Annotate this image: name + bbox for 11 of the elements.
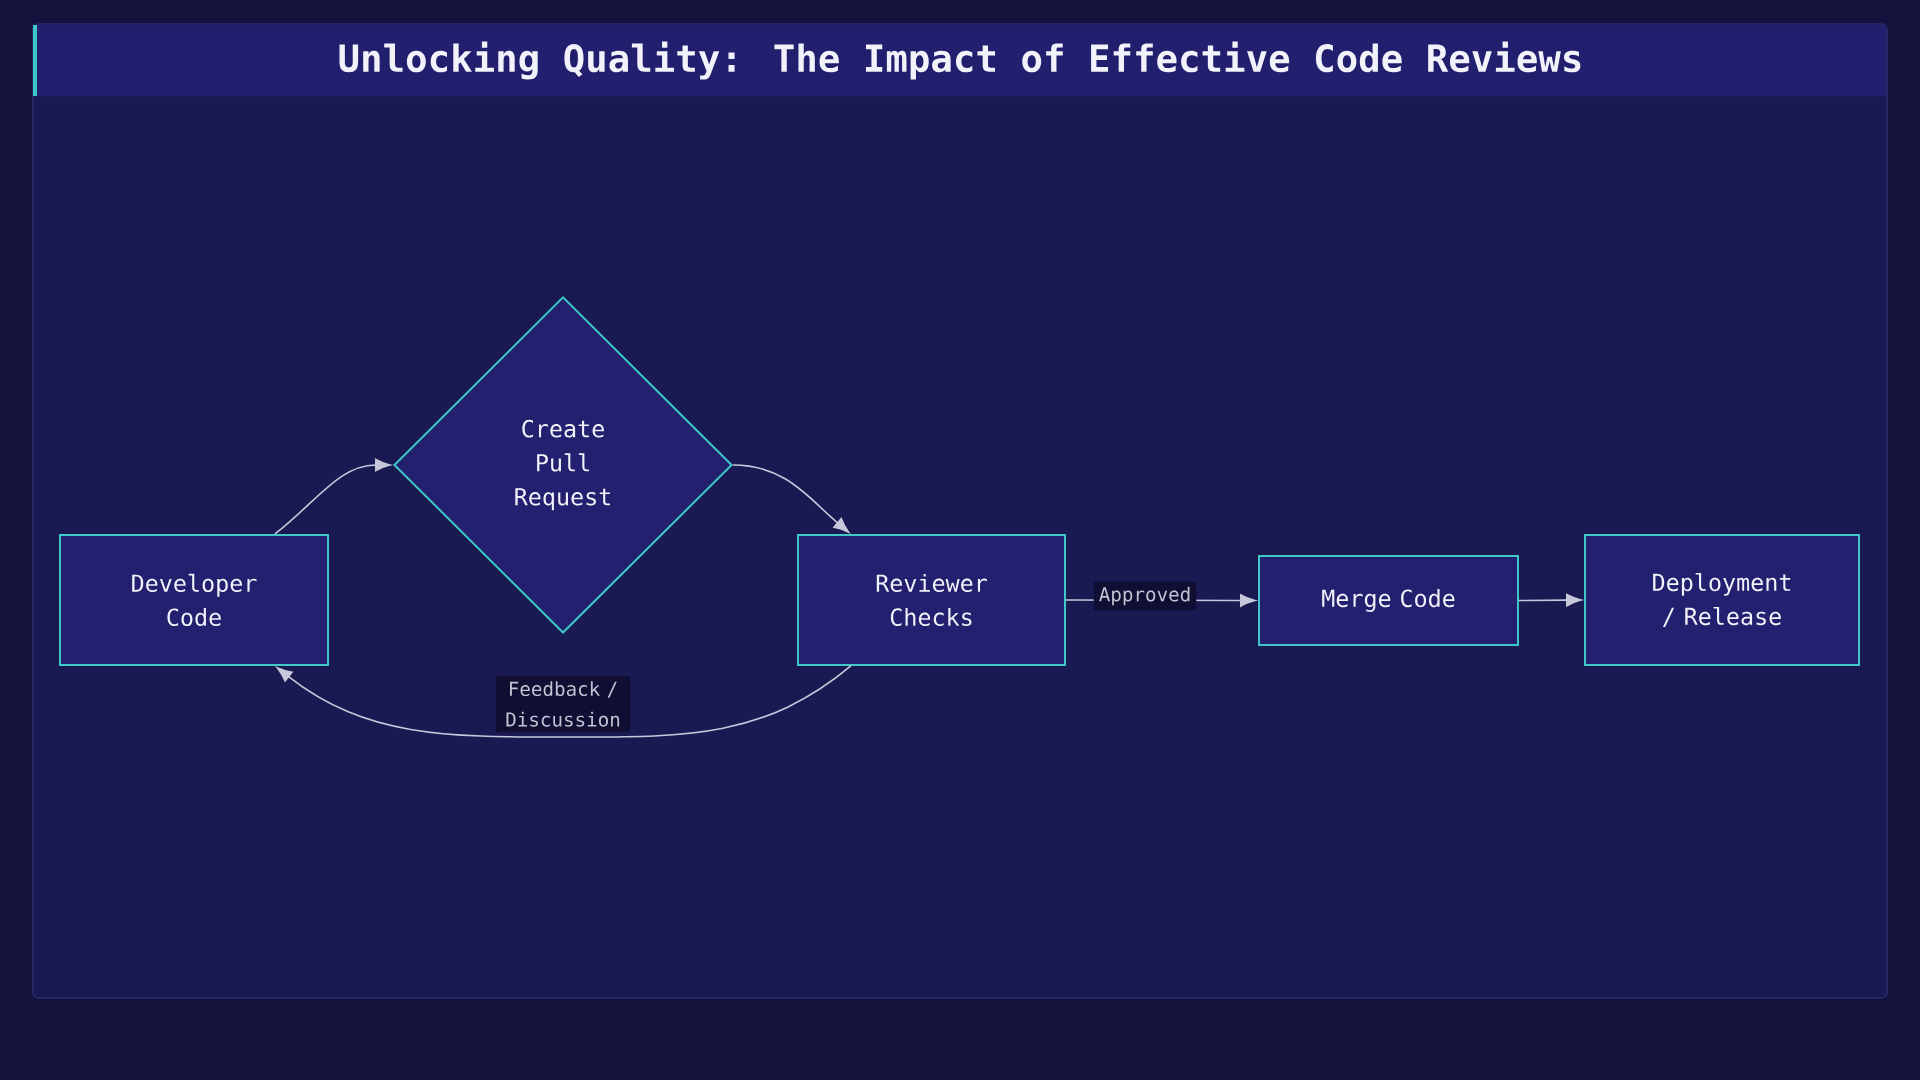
process-box: Deployment / Release (1584, 534, 1860, 666)
arrow (276, 665, 852, 738)
process-box: Developer Code (59, 534, 329, 666)
arrow (274, 458, 391, 535)
edge-label: Feedback / Discussion (496, 676, 630, 732)
arrow (1518, 593, 1582, 607)
process-box: Reviewer Checks (797, 534, 1066, 666)
title-bar: Unlocking Quality: The Impact of Effective Code Reviews (34, 24, 1887, 97)
edge-label: Approved (1093, 581, 1197, 611)
arrow (732, 464, 850, 533)
process-box: Merge Code (1258, 555, 1519, 646)
